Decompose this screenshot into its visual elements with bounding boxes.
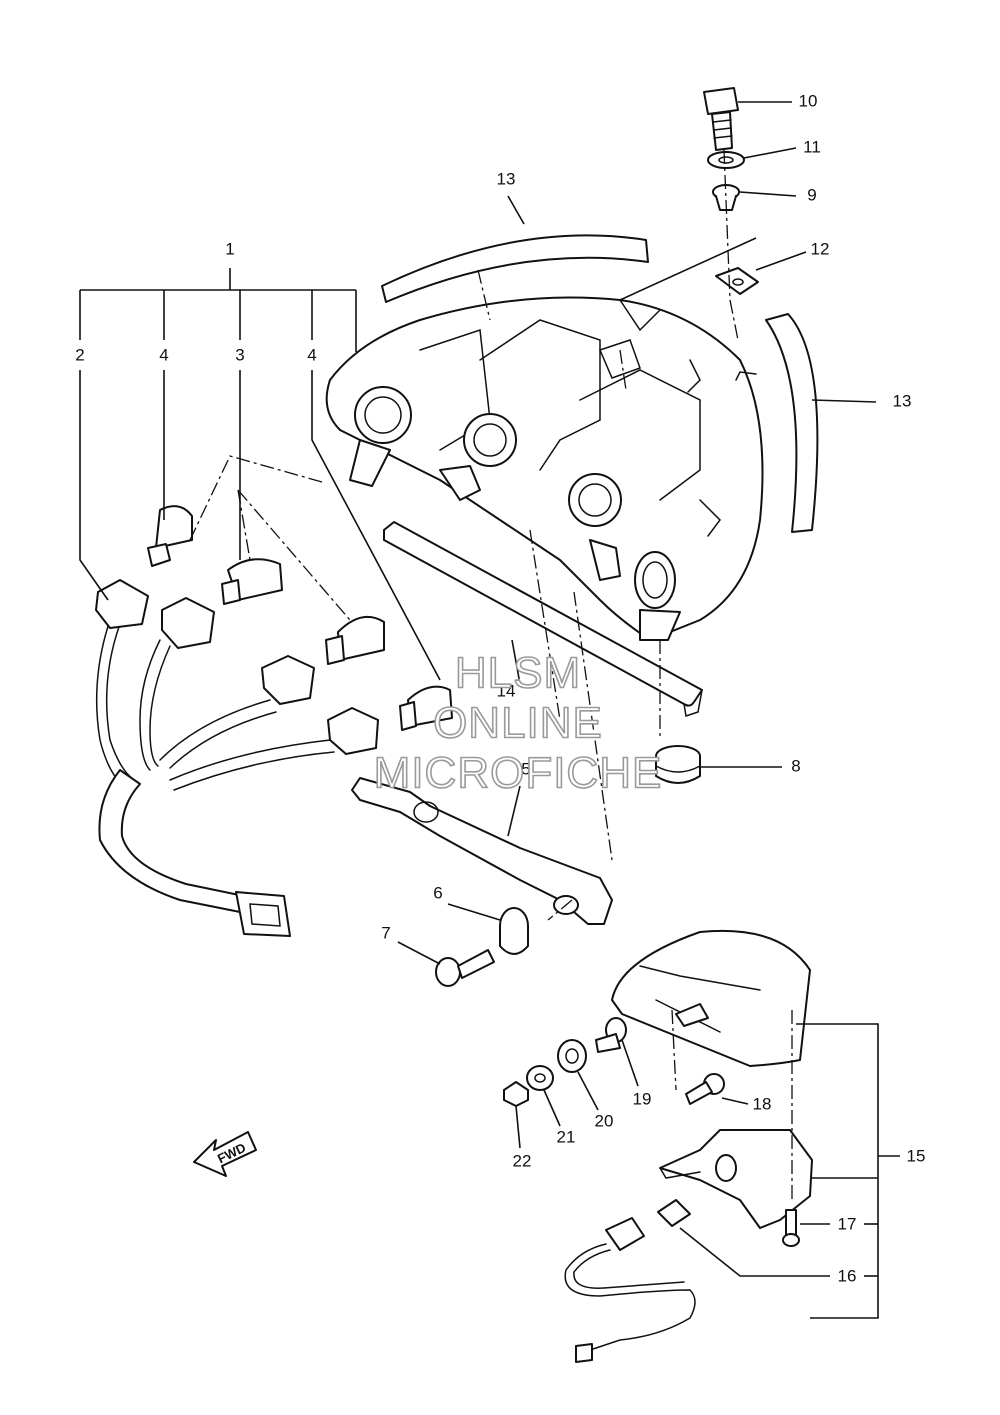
- washer-21: [526, 1065, 554, 1091]
- license-light-socket-cord: [564, 1217, 696, 1363]
- callout-19: 19: [633, 1089, 652, 1108]
- bulb-3: [221, 558, 283, 605]
- bracket-5: [351, 777, 613, 925]
- screw-17: [782, 1209, 800, 1247]
- callout-14: 14: [497, 681, 516, 700]
- callout-4a: 4: [159, 345, 168, 364]
- svg-text:MICROFICHE: MICROFICHE: [374, 749, 663, 798]
- callout-10: 10: [799, 91, 818, 110]
- callout-6: 6: [433, 883, 442, 902]
- callout-11: 11: [803, 137, 821, 156]
- callout-1: 1: [225, 239, 234, 258]
- wiring-harness-1: [95, 579, 379, 937]
- callout-21: 21: [557, 1127, 576, 1146]
- bulb-4-upper: [147, 505, 193, 567]
- bulb-4-lower: [399, 685, 453, 731]
- callout-5: 5: [521, 759, 530, 778]
- bolt-18: [685, 1073, 725, 1105]
- grommet-8: [655, 745, 701, 784]
- callout-18: 18: [753, 1094, 772, 1113]
- bolt-19: [595, 1017, 627, 1053]
- washer-11: [707, 151, 745, 169]
- callout-8: 8: [791, 756, 800, 775]
- seal-strip-13-top: [381, 234, 649, 303]
- callout-16: 16: [838, 1266, 857, 1285]
- callout-9: 9: [807, 185, 816, 204]
- callout-4b: 4: [307, 345, 316, 364]
- bulb-16: [657, 1199, 691, 1227]
- nut-22: [503, 1081, 529, 1107]
- bulb-4-right: [325, 615, 385, 665]
- license-light-base: [659, 1129, 813, 1229]
- callout-12: 12: [811, 239, 830, 258]
- nut-clip-12: [715, 267, 759, 295]
- callout-2: 2: [75, 345, 84, 364]
- watermark: HLSM ONLINE MICROFICHE: [373, 648, 663, 799]
- bolt-10: [703, 87, 739, 151]
- callout-22: 22: [513, 1151, 532, 1170]
- callout-7: 7: [381, 923, 390, 942]
- svg-text:HLSM: HLSM: [455, 649, 581, 698]
- forward-direction-arrow: FWD: [193, 1131, 257, 1177]
- callout-13a: 13: [497, 169, 516, 188]
- seal-strip-13-right: [765, 313, 819, 533]
- svg-text:ONLINE: ONLINE: [433, 699, 603, 748]
- grommet-20: [557, 1039, 587, 1073]
- callout-13b: 13: [893, 391, 912, 410]
- bolt-axis-line: [723, 149, 739, 341]
- callout-20: 20: [595, 1111, 614, 1130]
- grommet-6: [499, 907, 529, 955]
- bolt-7: [435, 949, 495, 987]
- callout-17: 17: [838, 1214, 857, 1233]
- callout-3: 3: [235, 345, 244, 364]
- tail-light-housing: [325, 296, 764, 641]
- callout-15: 15: [907, 1146, 926, 1165]
- license-light-lens: [611, 929, 811, 1067]
